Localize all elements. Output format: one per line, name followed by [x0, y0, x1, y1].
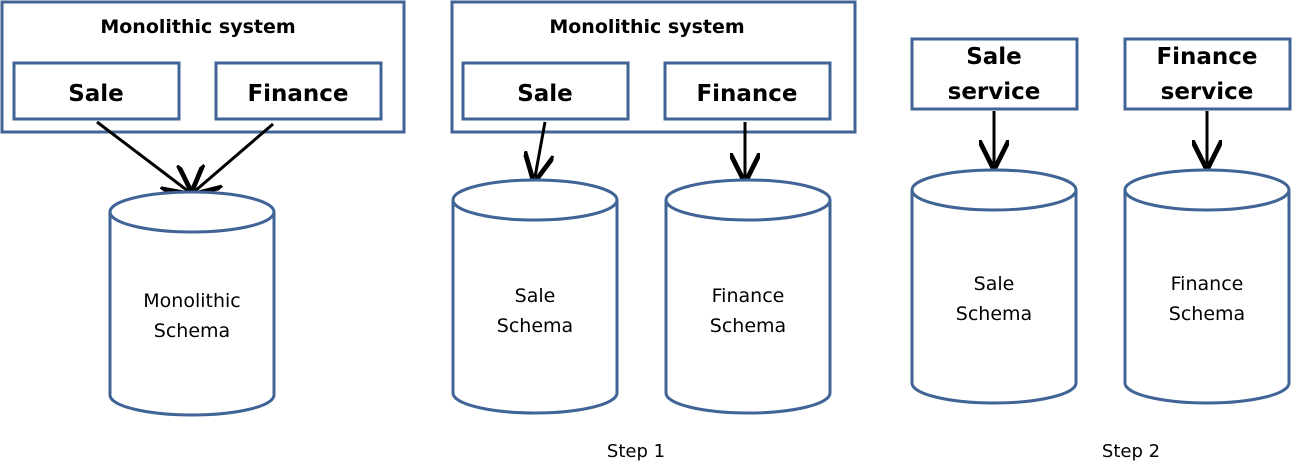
sale-to-schema-arrow	[96, 120, 188, 191]
finance-to-schema-arrow	[195, 122, 274, 191]
step2-sale-schema-label-line1: Sale	[974, 273, 1015, 295]
sale-service-box	[910, 37, 1079, 111]
step2-state: Sale service Finance service Sale Schema…	[910, 37, 1292, 462]
finance-service-label-line1: Finance	[1156, 44, 1257, 70]
step2-finance-schema-label-line2: Schema	[1169, 303, 1245, 325]
finance-service-box	[1123, 37, 1292, 111]
finance-module-box	[214, 61, 383, 121]
sale-module-box	[12, 61, 181, 121]
step1-finance-schema-label-line1: Finance	[712, 285, 785, 307]
step1-finance-module-label: Finance	[696, 81, 797, 107]
step1-sale-module-box	[461, 61, 630, 121]
finance-service-label-line2: service	[1161, 79, 1254, 105]
monolithic-system-title: Monolithic system	[100, 16, 295, 38]
step2-label: Step 2	[1102, 441, 1160, 462]
step1-state: Monolithic system Sale Finance Sale Sche…	[450, 0, 857, 462]
initial-state: Monolithic system Sale Finance Monolithi…	[0, 0, 406, 417]
monolithic-schema-cylinder	[108, 190, 276, 417]
step1-sale-schema-cylinder	[451, 178, 619, 415]
step1-sale-schema-label-line1: Sale	[515, 285, 556, 307]
step2-finance-schema-cylinder	[1123, 168, 1291, 405]
sale-module-label: Sale	[68, 81, 124, 107]
step1-finance-module-box	[663, 61, 832, 121]
finance-module-label: Finance	[247, 81, 348, 107]
step1-sale-arrow	[535, 121, 545, 177]
step2-finance-schema-label-line1: Finance	[1171, 273, 1244, 295]
sale-service-label-line2: service	[948, 79, 1041, 105]
step1-finance-schema-cylinder	[664, 178, 832, 415]
step1-label: Step 1	[607, 441, 665, 462]
sale-service-label-line1: Sale	[966, 44, 1022, 70]
step1-finance-schema-label-line2: Schema	[710, 315, 786, 337]
monolithic-schema-label-line2: Schema	[154, 320, 230, 342]
monolithic-schema-label-line1: Monolithic	[143, 290, 240, 312]
step1-sale-schema-label-line2: Schema	[497, 315, 573, 337]
step2-sale-schema-label-line2: Schema	[956, 303, 1032, 325]
step1-monolithic-system-title: Monolithic system	[549, 16, 744, 38]
step1-sale-module-label: Sale	[517, 81, 573, 107]
step2-sale-schema-cylinder	[910, 168, 1078, 405]
